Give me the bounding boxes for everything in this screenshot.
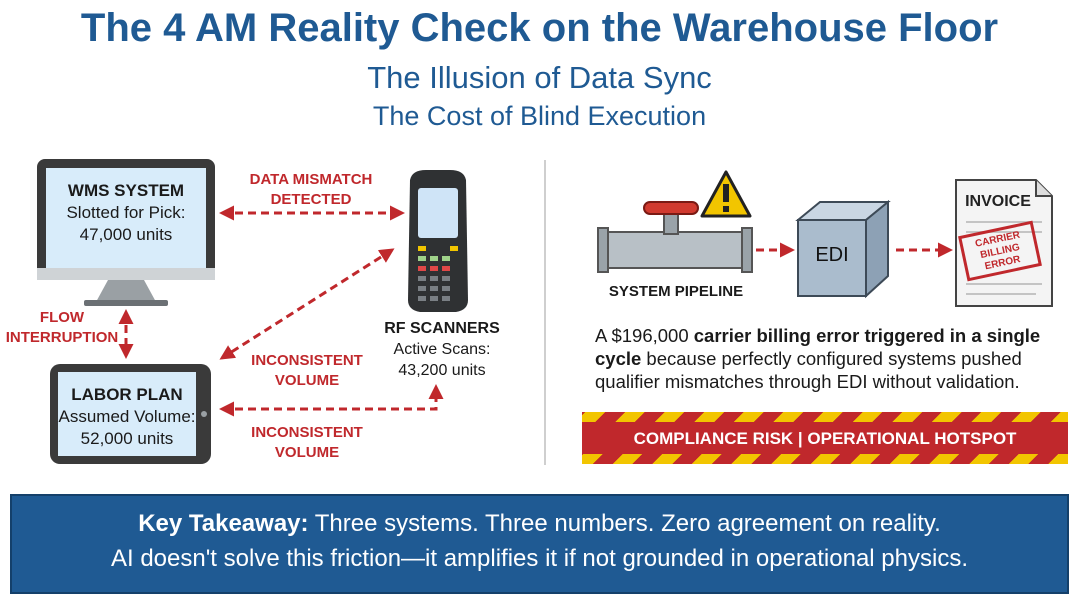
scanner-icon — [408, 170, 468, 312]
tablet-icon — [50, 364, 211, 464]
label-data-mismatch-l2: DETECTED — [270, 191, 352, 208]
pipeline-label: SYSTEM PIPELINE — [608, 283, 744, 300]
hazard-banner-label: COMPLIANCE RISK | OPERATIONAL HOTSPOT — [633, 429, 1017, 448]
label-inconsistent-a-l1: INCONSISTENT — [251, 352, 363, 369]
billing-error-description: A $196,000 carrier billing error trigger… — [595, 324, 1065, 393]
wms-line1: Slotted for Pick: — [66, 203, 186, 222]
wms-screen: WMS SYSTEM Slotted for Pick: 47,000 unit… — [46, 180, 206, 246]
labor-line2: 52,000 units — [80, 429, 174, 448]
label-inconsistent-volume-a: INCONSISTENT VOLUME — [232, 351, 382, 391]
label-inconsistent-b-l2: VOLUME — [274, 444, 340, 461]
takeaway-rest: Three systems. Three numbers. Zero agree… — [308, 510, 941, 537]
label-data-mismatch-l1: DATA MISMATCH — [249, 171, 373, 188]
edi-label: EDI — [815, 244, 849, 266]
labor-line1: Assumed Volume: — [58, 407, 196, 426]
section-divider — [544, 160, 546, 465]
desc-post: because perfectly configured systems pus… — [595, 348, 1022, 392]
pipeline-diagram — [597, 170, 1053, 307]
key-takeaway-box — [10, 494, 1069, 594]
desc-bold: carrier billing error triggered in a sin… — [595, 325, 1041, 369]
invoice-document-icon — [955, 179, 1053, 307]
rf-line2: 43,200 units — [398, 362, 486, 379]
label-data-mismatch: DATA MISMATCH DETECTED — [226, 170, 396, 210]
label-flow-l2: INTERRUPTION — [5, 329, 119, 346]
invoice-label: INVOICE — [965, 193, 1031, 210]
sync-diagram — [37, 159, 468, 464]
hazard-banner — [582, 412, 1068, 464]
hazard-banner-band — [582, 422, 1068, 454]
edi-cube-icon — [795, 199, 891, 299]
labor-screen: LABOR PLAN Assumed Volume: 52,000 units — [58, 384, 196, 450]
label-inconsistent-b-l1: INCONSISTENT — [251, 424, 363, 441]
takeaway-heading: Key Takeaway: — [138, 510, 309, 537]
label-flow-interruption: FLOW INTERRUPTION — [2, 308, 122, 348]
wms-name: WMS SYSTEM — [67, 181, 185, 200]
label-inconsistent-volume-b: INCONSISTENT VOLUME — [232, 423, 382, 463]
label-inconsistent-a-l2: VOLUME — [274, 372, 340, 389]
subtitle-primary: The Illusion of Data Sync — [367, 60, 712, 95]
pipe-icon — [597, 201, 753, 273]
rf-info: RF SCANNERS Active Scans: 43,200 units — [372, 318, 512, 381]
warning-icon — [700, 170, 752, 218]
labor-name: LABOR PLAN — [71, 385, 183, 404]
subtitle-secondary: The Cost of Blind Execution — [372, 101, 707, 131]
page-title: The 4 AM Reality Check on the Warehouse … — [80, 6, 999, 50]
monitor-icon — [37, 159, 215, 306]
arrow-rf-labor — [219, 248, 395, 360]
rf-name: RF SCANNERS — [384, 320, 500, 337]
label-flow-l1: FLOW — [39, 309, 85, 326]
arrow-labor-rf-return — [219, 384, 444, 417]
desc-pre: A $196,000 — [595, 325, 694, 346]
rf-line1: Active Scans: — [393, 341, 491, 358]
takeaway-line1: Key Takeaway: Three systems. Three numbe… — [10, 510, 1069, 538]
wms-line2: 47,000 units — [79, 225, 173, 244]
takeaway-line2: AI doesn't solve this friction—it amplif… — [110, 545, 968, 572]
